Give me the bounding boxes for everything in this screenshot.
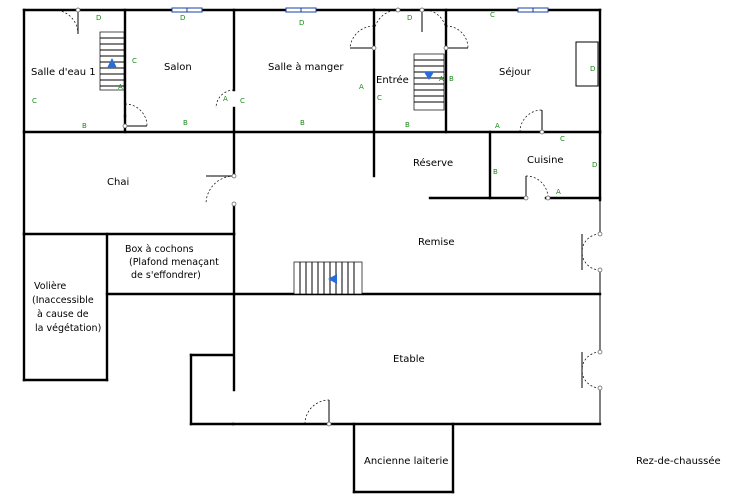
- windows: [171, 7, 549, 13]
- room-labels: Salle d'eau 1 Salon Salle à manger Entré…: [31, 61, 721, 467]
- label-cuisine: Cuisine: [527, 155, 564, 166]
- marker: A: [495, 122, 500, 130]
- marker: D: [299, 19, 304, 27]
- label-box-2: (Plafond menaçant: [129, 257, 219, 268]
- label-chai: Chai: [107, 177, 129, 188]
- label-voliere-3: à cause de: [37, 309, 89, 320]
- marker: A: [118, 83, 123, 91]
- doors: [53, 9, 601, 425]
- marker: C: [32, 97, 37, 105]
- fireplace: [575, 41, 599, 87]
- label-salle-eau: Salle d'eau 1: [31, 67, 96, 78]
- marker: D: [592, 161, 597, 169]
- stair-entree: [413, 53, 445, 111]
- marker: A: [359, 83, 364, 91]
- label-reserve: Réserve: [413, 157, 453, 169]
- label-laiterie: Ancienne laiterie: [364, 456, 448, 467]
- label-sejour: Séjour: [499, 66, 532, 78]
- marker: B: [493, 168, 498, 176]
- marker: C: [240, 97, 245, 105]
- stair-salle-eau: [99, 31, 125, 91]
- wall-markers: D C A C B D A B C D A B D C B A B C D A …: [32, 11, 597, 196]
- marker: B: [449, 75, 454, 83]
- marker: A: [223, 95, 228, 103]
- label-voliere-2: (Inaccessible: [32, 295, 94, 306]
- label-remise: Remise: [418, 237, 455, 248]
- marker: C: [377, 94, 382, 102]
- marker: B: [82, 122, 87, 130]
- stair-remise: [293, 261, 363, 295]
- label-etable: Etable: [393, 354, 425, 365]
- label-voliere-4: la végétation): [35, 323, 101, 334]
- plan-caption: Rez-de-chaussée: [636, 455, 721, 467]
- label-box-1: Box à cochons: [125, 244, 194, 255]
- walls: [22, 8, 602, 494]
- label-box-3: de s'effondrer): [131, 270, 201, 281]
- marker: C: [490, 11, 495, 19]
- marker: B: [405, 121, 410, 129]
- marker: D: [590, 65, 595, 73]
- marker: A: [556, 188, 561, 196]
- label-salon: Salon: [164, 62, 192, 73]
- marker: A: [439, 75, 444, 83]
- label-voliere-1: Volière: [34, 281, 66, 292]
- marker: D: [407, 14, 412, 22]
- marker: C: [132, 57, 137, 65]
- label-entree: Entrée: [376, 74, 409, 86]
- marker: C: [560, 135, 565, 143]
- marker: D: [96, 14, 101, 22]
- marker: D: [180, 14, 185, 22]
- marker: B: [300, 119, 305, 127]
- door-hinges: [75, 7, 603, 427]
- label-salle-manger: Salle à manger: [268, 61, 344, 73]
- marker: B: [183, 119, 188, 127]
